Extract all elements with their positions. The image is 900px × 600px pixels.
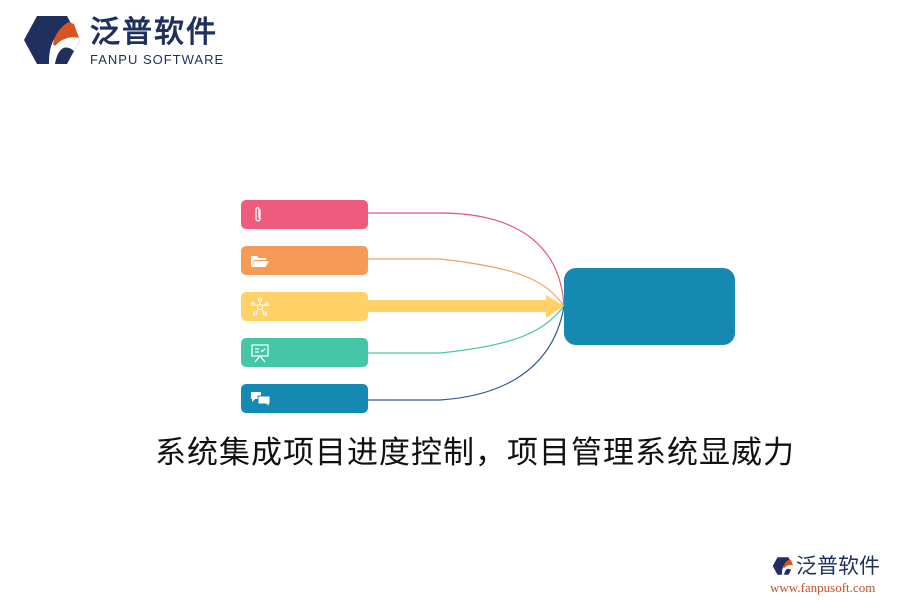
headline-text: 系统集成项目进度控制，项目管理系统显威力 <box>155 435 795 471</box>
connector-arrow-shaft <box>366 300 548 312</box>
presentation-board-icon <box>251 343 269 362</box>
diagram-target-node <box>564 268 735 345</box>
connector-line-5 <box>368 305 565 401</box>
diagram-node-2 <box>241 246 368 275</box>
chat-bubbles-icon <box>251 391 271 408</box>
connector-line-1 <box>368 212 565 307</box>
footer-watermark: 泛普软件 www.fanpusoft.com <box>770 552 895 598</box>
folder-open-icon <box>251 255 269 267</box>
diagram-node-4 <box>241 338 368 367</box>
footer-url: www.fanpusoft.com <box>770 580 876 595</box>
brand-logo: 泛普软件 FANPU SOFTWARE <box>18 12 238 68</box>
diagram-node-5 <box>241 384 368 413</box>
network-hub-icon <box>251 297 269 315</box>
diagram-node-1 <box>241 200 368 229</box>
footer-brand-name: 泛普软件 <box>796 554 880 578</box>
brand-name-cn: 泛普软件 <box>90 15 218 50</box>
brand-name-en: FANPU SOFTWARE <box>90 52 225 67</box>
connector-line-2 <box>368 258 565 307</box>
diagram-node-3 <box>241 292 368 321</box>
connector-arrow-head <box>546 295 564 318</box>
fanpu-logo-mark-icon <box>772 557 794 575</box>
connector-line-4 <box>368 305 565 354</box>
fanpu-logo-mark-icon <box>24 16 80 64</box>
paperclip-icon <box>255 206 261 222</box>
